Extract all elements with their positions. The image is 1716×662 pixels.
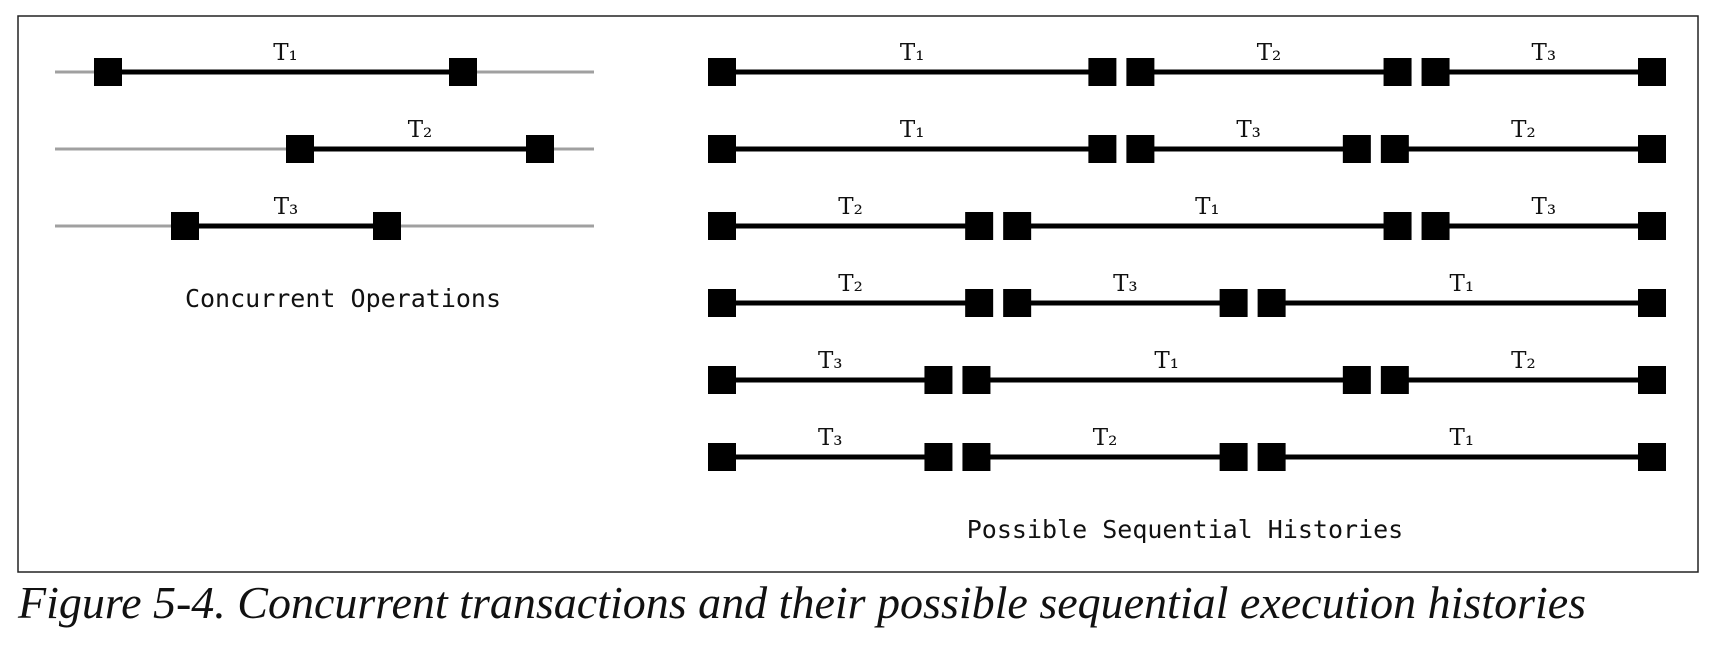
transaction-end-marker [1638, 58, 1666, 86]
transaction: T₂ [286, 117, 554, 163]
transaction-start-marker [1003, 212, 1032, 240]
transaction: T₁ [708, 117, 1117, 163]
transaction-label: T₁ [1195, 194, 1220, 220]
transaction-end-marker [1088, 135, 1117, 163]
concurrent-operations-panel: T₁ T₂ T₃ Concurrent Operations [55, 40, 594, 313]
transaction-label: T₃ [1236, 117, 1261, 143]
figure-caption: Figure 5-4. Concurrent transactions and … [18, 577, 1587, 628]
transaction-start-marker [94, 58, 122, 86]
transaction: T₁ [708, 40, 1117, 86]
transaction: T₃ [171, 194, 401, 240]
transaction-label: T₃ [1531, 40, 1556, 66]
transaction-label: T₁ [900, 40, 925, 66]
sequential-histories-panel: T₁ T₂ T₃ T₁ T₃ T₂ T₂ T₁ T₃ T₂ T₃ T₁ T₃ T₁ T₂ T₃ T₂ T₁ Pos… [708, 40, 1666, 544]
transaction-end-marker [1342, 135, 1371, 163]
transaction-end-marker [924, 366, 953, 394]
transaction: T₂ [1126, 40, 1412, 86]
transaction-label: T₁ [273, 40, 298, 66]
transaction-label: T₂ [1511, 348, 1536, 374]
transaction-label: T₃ [274, 194, 299, 220]
transaction-end-marker [1383, 58, 1412, 86]
history-row: T₁ T₃ T₂ [708, 117, 1666, 163]
transaction: T₁ [94, 40, 477, 86]
transaction: T₃ [1421, 40, 1666, 86]
transaction: T₃ [708, 425, 953, 471]
concurrent-timelines: T₁ T₂ T₃ [55, 40, 594, 240]
transaction-end-marker [1219, 289, 1248, 317]
transaction-label: T₃ [1531, 194, 1556, 220]
transaction-end-marker [1638, 289, 1666, 317]
transaction-label: T₁ [1154, 348, 1179, 374]
transaction: T₃ [708, 348, 953, 394]
transaction-start-marker [1003, 289, 1032, 317]
transaction: T₁ [1257, 271, 1666, 317]
transaction-start-marker [1421, 58, 1450, 86]
transaction-label: T₁ [1450, 271, 1475, 297]
transaction-end-marker [1638, 443, 1666, 471]
transaction: T₁ [1257, 425, 1666, 471]
transaction-start-marker [1126, 58, 1155, 86]
transaction-start-marker [1257, 443, 1286, 471]
transaction-start-marker [708, 58, 736, 86]
transaction-start-marker [962, 366, 991, 394]
history-row: T₃ T₁ T₂ [708, 348, 1666, 394]
transaction-end-marker [373, 212, 401, 240]
transaction-end-marker [1638, 366, 1666, 394]
transaction: T₂ [708, 271, 994, 317]
sequential-history-rows: T₁ T₂ T₃ T₁ T₃ T₂ T₂ T₁ T₃ T₂ T₃ T₁ T₃ T₁ T₂ T₃ T₂ T₁ [708, 40, 1666, 471]
transaction-start-marker [962, 443, 991, 471]
transaction-start-marker [1380, 366, 1409, 394]
transaction-start-marker [708, 212, 736, 240]
transaction-end-marker [1638, 212, 1666, 240]
transaction-end-marker [965, 289, 994, 317]
transaction-start-marker [1257, 289, 1286, 317]
transaction-label: T₃ [1113, 271, 1138, 297]
transaction: T₂ [962, 425, 1248, 471]
transaction-end-marker [1088, 58, 1117, 86]
transaction-label: T₂ [408, 117, 433, 143]
transaction-start-marker [1126, 135, 1155, 163]
history-row: T₂ T₃ T₁ [708, 271, 1666, 317]
sequential-histories-title: Possible Sequential Histories [967, 515, 1404, 544]
transaction-end-marker [449, 58, 477, 86]
history-row: T₂ T₁ T₃ [708, 194, 1666, 240]
transaction-label: T₂ [1511, 117, 1536, 143]
transaction-start-marker [708, 289, 736, 317]
transaction-end-marker [526, 135, 554, 163]
transaction: T₁ [1003, 194, 1412, 240]
transaction-label: T₃ [818, 348, 843, 374]
transaction-end-marker [1342, 366, 1371, 394]
transaction-end-marker [965, 212, 994, 240]
transaction-end-marker [1219, 443, 1248, 471]
transaction-start-marker [708, 443, 736, 471]
transaction-end-marker [1638, 135, 1666, 163]
transaction-label: T₂ [1093, 425, 1118, 451]
concurrent-operations-title: Concurrent Operations [185, 284, 501, 313]
transaction: T₁ [962, 348, 1371, 394]
transaction-label: T₂ [838, 194, 863, 220]
transaction: T₃ [1003, 271, 1248, 317]
transaction-start-marker [708, 366, 736, 394]
transaction: T₂ [708, 194, 994, 240]
history-row: T₁ T₂ T₃ [708, 40, 1666, 86]
transaction-start-marker [1380, 135, 1409, 163]
transaction-start-marker [171, 212, 199, 240]
figure-frame [17, 15, 1699, 573]
transaction: T₃ [1126, 117, 1371, 163]
transaction-end-marker [1383, 212, 1412, 240]
history-row: T₃ T₂ T₁ [708, 425, 1666, 471]
transaction-label: T₁ [900, 117, 925, 143]
transaction-start-marker [1421, 212, 1450, 240]
transaction-label: T₁ [1450, 425, 1475, 451]
transaction-label: T₃ [818, 425, 843, 451]
transaction-label: T₂ [838, 271, 863, 297]
transaction-label: T₂ [1257, 40, 1282, 66]
transaction: T₃ [1421, 194, 1666, 240]
transaction: T₂ [1380, 348, 1666, 394]
transaction-start-marker [286, 135, 314, 163]
transaction: T₂ [1380, 117, 1666, 163]
transaction-start-marker [708, 135, 736, 163]
transaction-end-marker [924, 443, 953, 471]
